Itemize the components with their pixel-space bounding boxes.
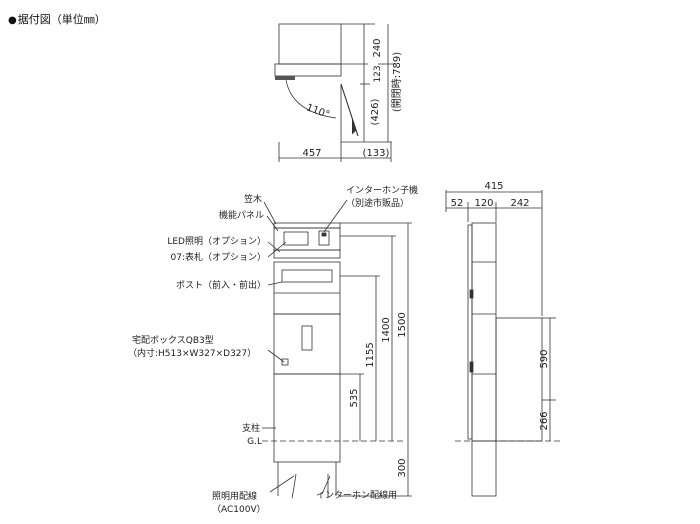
- nameplate-shape: [283, 231, 309, 246]
- delivery-box-handle: [301, 325, 313, 351]
- label-delivery-box: 宅配ボックスQB3型: [132, 334, 214, 346]
- dim-415: 415: [484, 181, 503, 192]
- label-gl: G.L: [247, 437, 262, 447]
- leader-light-wire: [269, 475, 295, 493]
- label-light-wiring-voltage: （AC100V）: [212, 504, 266, 515]
- dim-52: 52: [451, 198, 464, 209]
- dim-242: 242: [510, 198, 529, 209]
- label-light-wiring: 照明用配線: [212, 490, 257, 502]
- top-view-handle: [351, 117, 357, 135]
- light-wiring-line: [291, 473, 297, 499]
- delivery-box-lock: [281, 358, 289, 366]
- title-bullet: ●: [8, 15, 17, 26]
- dim-133: (133): [363, 148, 390, 159]
- dim-1400: 1400: [381, 317, 392, 342]
- dim-535: 535: [349, 388, 360, 407]
- leader-led: [267, 241, 281, 253]
- side-view: [445, 190, 560, 497]
- side-column-below: [471, 440, 497, 497]
- front-view: [262, 199, 412, 499]
- post-column-shape: [273, 373, 341, 463]
- leader-nameplate: [267, 241, 287, 258]
- leader-panel: [266, 215, 279, 232]
- intercom-unit-shape: [318, 230, 330, 246]
- label-led: LED照明（オプション）: [167, 236, 266, 247]
- dim-300: 300: [397, 458, 408, 477]
- dim-240: 240: [372, 38, 383, 57]
- side-box-handle: [469, 361, 474, 373]
- title-text: 据付図（単位㎜）: [17, 13, 106, 26]
- dim-angle: 110°: [305, 102, 331, 121]
- side-post-flap: [469, 289, 474, 299]
- side-front-face: [467, 224, 473, 440]
- leader-box: [267, 349, 285, 363]
- side-post-body: [471, 222, 497, 442]
- top-view-light: [275, 76, 295, 80]
- label-intercom-note: （別途市販品）: [346, 197, 409, 209]
- dim-457: 457: [302, 148, 321, 159]
- label-function-panel: 機能パネル: [219, 209, 264, 221]
- leader-post: [267, 281, 283, 286]
- diagram-title: ●据付図（単位㎜）: [8, 11, 106, 27]
- dim-123: 123: [373, 65, 383, 82]
- top-view: [274, 23, 395, 162]
- side-box-depth: [495, 317, 543, 442]
- top-view-post-body: [278, 23, 342, 65]
- leader-intercom: [323, 199, 348, 233]
- dim-266: 266: [539, 411, 550, 430]
- label-intercom-wiring: インターホン配線用: [316, 489, 397, 501]
- label-delivery-box-size: （内寸:H513×W327×D327）: [128, 347, 256, 359]
- top-view-swing-arc: [285, 79, 337, 119]
- label-kasagi: 笠木: [244, 193, 262, 205]
- label-nameplate: 07:表札（オプション）: [171, 251, 267, 263]
- post-slot-shape: [281, 269, 333, 283]
- label-intercom: インターホン子機: [346, 184, 418, 196]
- label-post: ポスト（前入・前出）: [176, 279, 266, 291]
- led-strip-shape: [273, 249, 341, 259]
- dim-1500: 1500: [397, 312, 408, 337]
- intercom-camera: [321, 232, 327, 237]
- leader-kasagi: [263, 201, 277, 225]
- label-column: 支柱: [242, 422, 260, 434]
- dim-open: (開閉時:789): [391, 52, 403, 112]
- dim-426: (426): [370, 98, 381, 125]
- dim-590: 590: [539, 349, 550, 368]
- leader-intercom-wire: [321, 475, 331, 495]
- dim-120: 120: [474, 198, 493, 209]
- dim-1155: 1155: [365, 342, 376, 367]
- column-legs: [277, 462, 337, 496]
- top-view-cap: [274, 63, 342, 77]
